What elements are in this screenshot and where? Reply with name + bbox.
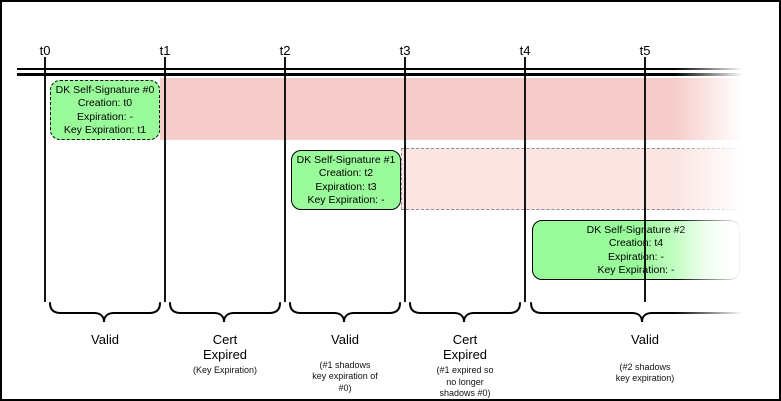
signature2-title: DK Self-Signature #2 xyxy=(586,224,686,236)
signature2-key-expiration: Key Expiration: - xyxy=(597,263,675,276)
period4-label-line2: Expired xyxy=(442,346,488,362)
period2-sublabel: (Key Expiration) xyxy=(192,365,258,375)
signature0-creation: Creation: t0 xyxy=(77,97,133,110)
period3-label-block: Valid (#1 shadows key expiration of #0) xyxy=(280,332,410,394)
signature1-expiration: Expiration: t3 xyxy=(315,180,377,193)
tick-label-t0: t0 xyxy=(39,43,51,58)
brace-period-4 xyxy=(409,302,521,323)
tick-label-t2: t2 xyxy=(279,43,291,58)
period5-sublabel-line1: (#2 shadows xyxy=(619,361,671,372)
period4-sublabel-line1: (#1 expired so xyxy=(436,365,494,375)
brace-period-2 xyxy=(169,302,281,323)
signature0-box: DK Self-Signature #0 Creation: t0 Expira… xyxy=(50,80,160,140)
period2-label-line1: Cert xyxy=(212,332,238,347)
signature2-box: DK Self-Signature #2 Creation: t4 Expira… xyxy=(532,220,740,280)
signature0-expiration: Expiration: - xyxy=(76,110,134,123)
tick-label-t5: t5 xyxy=(639,43,651,58)
signature1-key-expiration: Key Expiration: - xyxy=(307,193,385,206)
tick-label-t1: t1 xyxy=(159,43,171,58)
period2-label-line2: Expired xyxy=(202,346,248,362)
t5-marker-line xyxy=(644,57,646,302)
signature0-expired-band xyxy=(160,78,745,140)
period4-sublabel-line3: shadows #0) xyxy=(439,388,491,398)
signature2-creation: Creation: t4 xyxy=(608,237,664,250)
timeline-axis-line xyxy=(17,73,750,76)
period2-label-block: Cert Expired (Key Expiration) xyxy=(160,332,290,377)
period4-label-block: Cert Expired (#1 expired so no longer sh… xyxy=(400,332,530,400)
t4-marker-line xyxy=(524,57,526,302)
timeline-axis-upper-line xyxy=(17,68,750,70)
period1-label: Valid xyxy=(91,332,119,347)
signature0-title: DK Self-Signature #0 xyxy=(55,84,155,96)
period5-label-block: Valid (#2 shadows key expiration) xyxy=(580,332,710,385)
period4-label-line1: Cert xyxy=(452,332,478,347)
period3-label: Valid xyxy=(331,332,359,347)
t2-marker-line xyxy=(284,57,286,302)
period5-label: Valid xyxy=(631,332,659,347)
signature2-expiration: Expiration: - xyxy=(607,250,665,263)
t1-marker-line xyxy=(164,57,166,302)
t3-marker-line xyxy=(404,57,406,302)
brace-period-3 xyxy=(289,302,401,323)
signature1-title: DK Self-Signature #1 xyxy=(296,154,396,166)
period1-label-block: Valid xyxy=(40,332,170,348)
period3-sublabel-line2: key expiration of xyxy=(312,371,378,381)
period3-sublabel-line3: #0) xyxy=(338,382,352,393)
period3-sublabel-line1: (#1 shadows xyxy=(319,359,371,370)
signature1-box: DK Self-Signature #1 Creation: t2 Expira… xyxy=(291,150,401,210)
period5-sublabel-line2: key expiration) xyxy=(615,373,675,383)
tick-label-t3: t3 xyxy=(399,43,411,58)
signature1-creation: Creation: t2 xyxy=(318,167,374,180)
brace-period-5 xyxy=(530,302,761,323)
t0-marker-line xyxy=(44,57,46,302)
signature1-expired-band xyxy=(401,148,745,210)
tick-label-t4: t4 xyxy=(519,43,531,58)
brace-period-1 xyxy=(49,302,161,323)
signature0-key-expiration: Key Expiration: t1 xyxy=(63,123,147,136)
period4-sublabel-line2: no longer xyxy=(446,376,484,387)
